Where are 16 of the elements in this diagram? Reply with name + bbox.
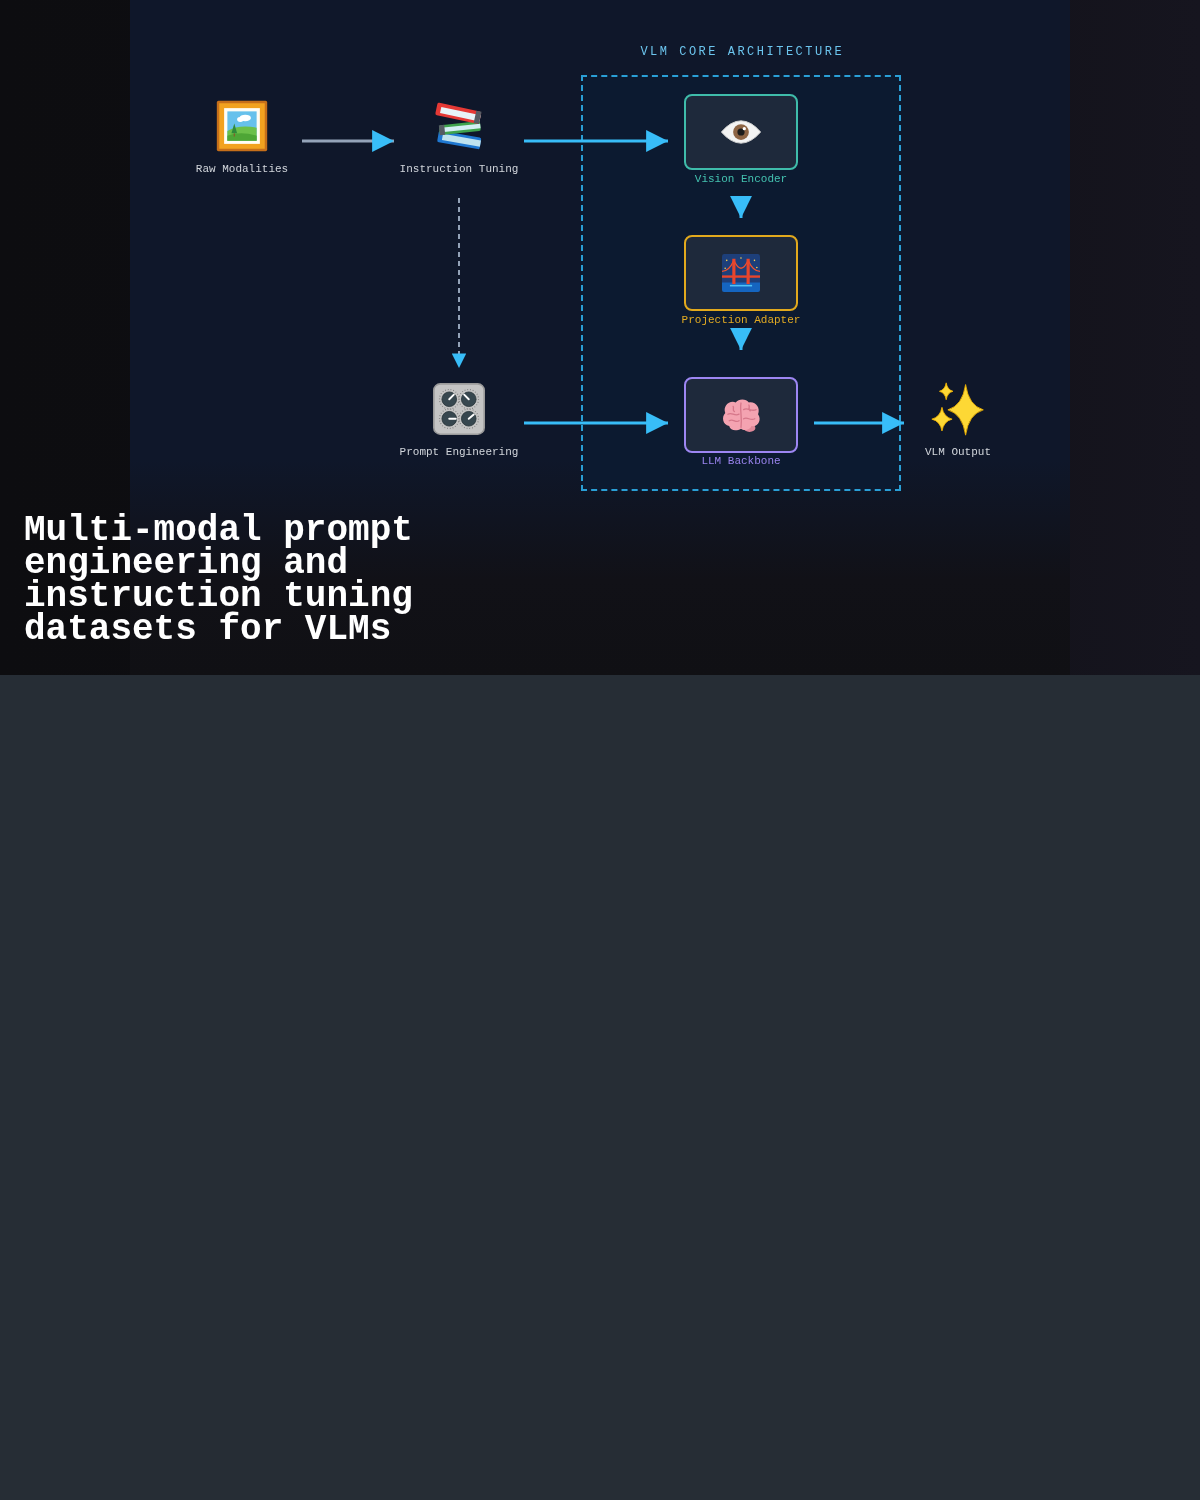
node-label: VLM Output <box>925 446 991 459</box>
node-label: Vision Encoder <box>694 173 788 186</box>
node-label: Raw Modalities <box>195 163 289 176</box>
page-title: Multi-modal prompt engineering and instruction tuning datasets for VLMs <box>24 514 414 646</box>
group-title: VLM CORE ARCHITECTURE <box>639 45 845 59</box>
arrow <box>302 130 394 152</box>
node-label: Prompt Engineering <box>399 446 519 459</box>
dashed-arrow <box>451 197 467 369</box>
arrow <box>814 412 904 434</box>
node-label: LLM Backbone <box>701 455 781 468</box>
arrow <box>730 196 752 218</box>
arrow <box>524 412 668 434</box>
arrow <box>524 130 668 152</box>
node-label: Instruction Tuning <box>399 163 519 176</box>
node-label: Projection Adapter <box>681 314 801 327</box>
arrow <box>730 328 752 350</box>
